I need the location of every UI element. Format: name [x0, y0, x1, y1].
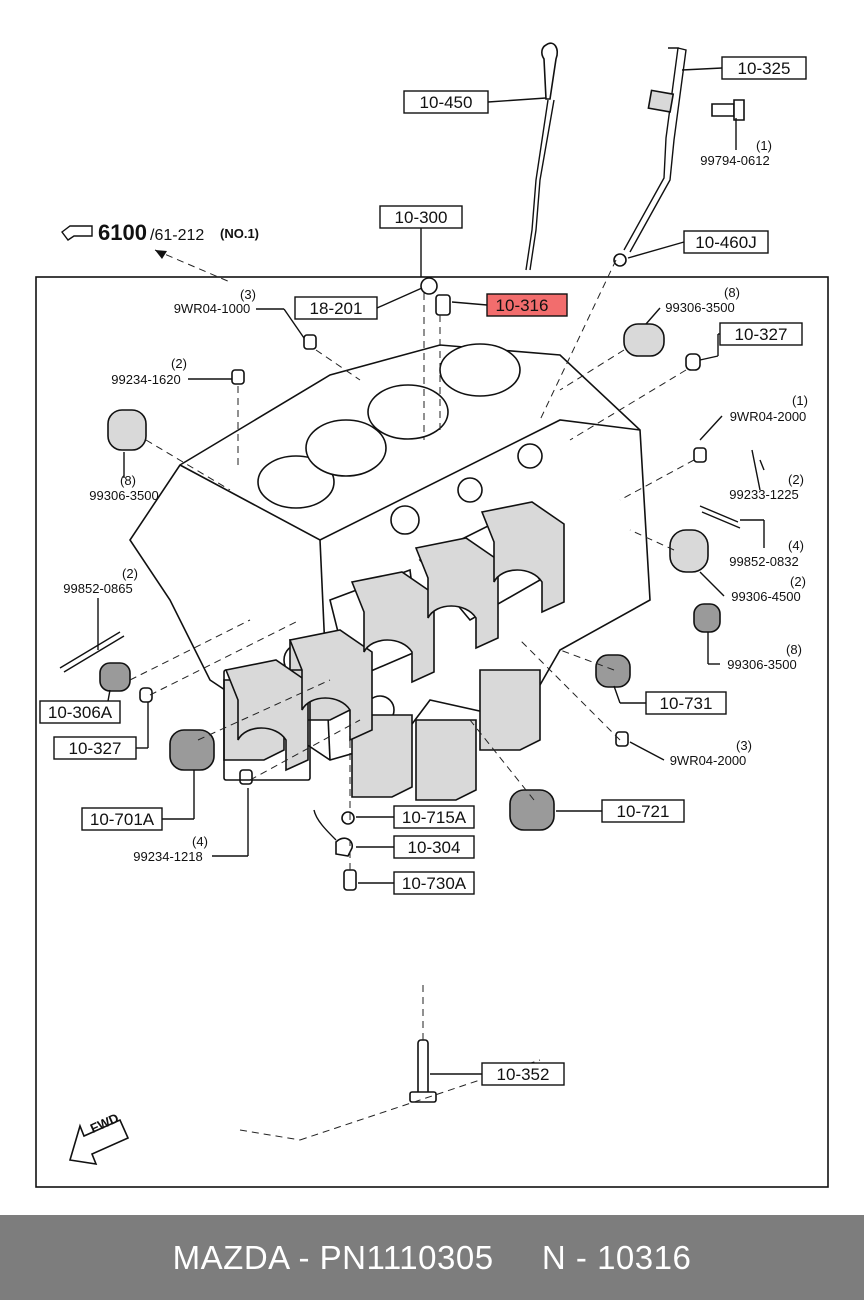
svg-text:99306-4500: 99306-4500	[731, 589, 800, 604]
svg-text:99306-3500: 99306-3500	[665, 300, 734, 315]
svg-text:(8): (8)	[724, 285, 740, 300]
svg-text:(3): (3)	[736, 738, 752, 753]
footer-bar: MAZDA - PN1110305 N - 10316	[0, 1215, 864, 1300]
parts-diagram: 6100 /61-212 (NO.1)	[35, 42, 829, 1188]
svg-text:10-721: 10-721	[617, 802, 670, 821]
svg-text:(2): (2)	[788, 472, 804, 487]
label-99306-3500-right: (8) 99306-3500	[707, 632, 802, 672]
svg-text:(8): (8)	[786, 642, 802, 657]
forward-arrow: FWD	[68, 1110, 130, 1166]
label-10-721: 10-721	[556, 799, 685, 823]
svg-text:(2): (2)	[171, 356, 187, 371]
svg-text:99306-3500: 99306-3500	[727, 657, 796, 672]
svg-text:10-327: 10-327	[735, 325, 788, 344]
svg-text:9WR04-1000: 9WR04-1000	[174, 301, 251, 316]
svg-text:(2): (2)	[790, 574, 806, 589]
label-99306-3500-left: (8) 99306-3500	[89, 452, 159, 503]
svg-text:99234-1620: 99234-1620	[111, 372, 180, 387]
label-9wr04-1000: (3) 9WR04-1000	[174, 287, 305, 339]
label-10-325: 10-325	[681, 56, 807, 80]
svg-text:99794-0612: 99794-0612	[700, 153, 769, 168]
label-10-327-left: 10-327	[53, 702, 149, 760]
svg-text:10-460J: 10-460J	[695, 233, 756, 252]
reference-subsection: /61-212	[150, 227, 204, 244]
label-10-460j: 10-460J	[627, 230, 769, 259]
reference-section: 6100	[98, 220, 147, 245]
reference-note: (NO.1)	[220, 226, 259, 241]
svg-text:99306-3500: 99306-3500	[89, 488, 158, 503]
label-10-327-right: 10-327	[699, 322, 803, 361]
cap-bolt	[409, 1039, 437, 1103]
label-99306-3500-top: (8) 99306-3500	[645, 285, 740, 325]
label-10-701a: 10-701A	[81, 770, 195, 831]
diagram-frame	[35, 276, 829, 1188]
label-10-352: 10-352	[430, 1062, 565, 1086]
oil-dipstick	[525, 42, 559, 271]
svg-text:9WR04-2000: 9WR04-2000	[730, 409, 807, 424]
seal-plugs	[99, 277, 721, 891]
label-9wr04-2000-top: (1) 9WR04-2000	[699, 393, 808, 441]
svg-text:(8): (8)	[120, 473, 136, 488]
svg-text:9WR04-2000: 9WR04-2000	[670, 753, 747, 768]
svg-text:10-715A: 10-715A	[402, 808, 467, 827]
svg-text:10-304: 10-304	[408, 838, 461, 857]
reference-callout: 6100 /61-212 (NO.1)	[61, 220, 259, 283]
svg-text:(1): (1)	[792, 393, 808, 408]
svg-text:10-731: 10-731	[660, 694, 713, 713]
footer-part-info: MAZDA - PN1110305 N - 10316	[172, 1239, 692, 1276]
svg-text:10-316: 10-316	[496, 296, 549, 315]
svg-text:10-325: 10-325	[738, 59, 791, 78]
svg-text:99852-0865: 99852-0865	[63, 581, 132, 596]
label-18-201: 18-201	[294, 287, 423, 320]
svg-text:99234-1218: 99234-1218	[133, 849, 202, 864]
svg-text:10-306A: 10-306A	[48, 703, 113, 722]
label-99852-0865: (2) 99852-0865	[63, 566, 138, 650]
label-9wr04-2000-bottom: (3) 9WR04-2000	[629, 738, 752, 768]
svg-text:10-300: 10-300	[395, 208, 448, 227]
label-10-450: 10-450	[403, 90, 547, 114]
svg-text:(3): (3)	[240, 287, 256, 302]
label-99234-1620: (2) 99234-1620	[111, 356, 232, 387]
label-99234-1218: (4) 99234-1218	[133, 788, 249, 864]
dipstick-tube	[613, 47, 745, 267]
svg-text:10-730A: 10-730A	[402, 874, 467, 893]
cylinder-block	[129, 343, 651, 761]
label-10-731: 10-731	[613, 685, 727, 715]
label-10-730a: 10-730A	[358, 871, 475, 895]
svg-text:18-201: 18-201	[310, 299, 363, 318]
svg-text:10-701A: 10-701A	[90, 810, 155, 829]
label-10-316: 10-316	[451, 293, 568, 317]
label-99794-0612: (1) 99794-0612	[700, 118, 772, 168]
bearing-caps-detail	[224, 501, 565, 772]
svg-text:10-327: 10-327	[69, 739, 122, 758]
label-10-300: 10-300	[379, 205, 463, 277]
svg-text:10-352: 10-352	[497, 1065, 550, 1084]
pointing-hand-icon	[61, 225, 93, 241]
svg-text:99852-0832: 99852-0832	[729, 554, 798, 569]
svg-text:(2): (2)	[122, 566, 138, 581]
guide-lines	[129, 259, 695, 1141]
label-99852-0832: (4) 99852-0832	[729, 519, 804, 569]
label-10-306a: 10-306A	[39, 689, 121, 724]
label-99306-4500: (2) 99306-4500	[699, 571, 806, 604]
label-10-304: 10-304	[356, 835, 475, 859]
label-99233-1225: (2) 99233-1225	[729, 459, 804, 502]
label-10-715a: 10-715A	[356, 805, 475, 829]
svg-text:99233-1225: 99233-1225	[729, 487, 798, 502]
svg-text:(1): (1)	[756, 138, 772, 153]
svg-text:10-450: 10-450	[420, 93, 473, 112]
svg-text:(4): (4)	[192, 834, 208, 849]
svg-text:(4): (4)	[788, 538, 804, 553]
